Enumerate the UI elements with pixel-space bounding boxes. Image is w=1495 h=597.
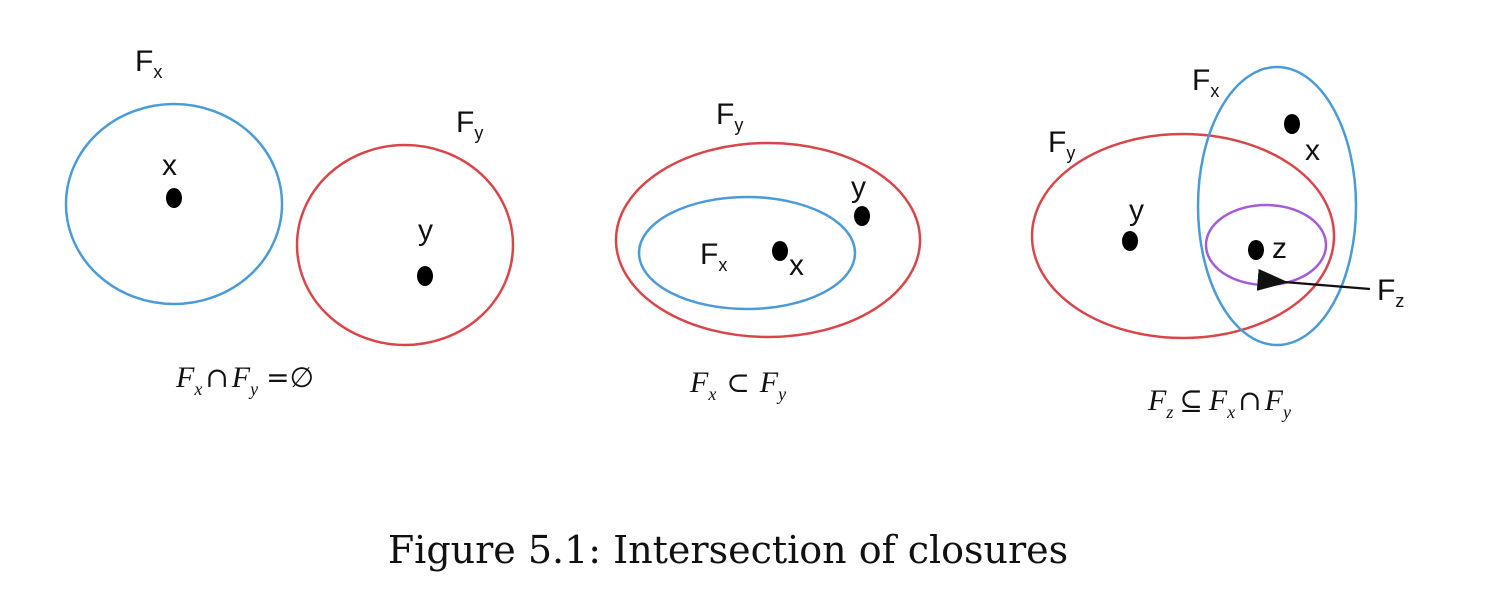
set-fx-circle <box>64 102 284 306</box>
point-x-label: x <box>162 149 177 182</box>
set-fx-ellipse <box>637 195 857 311</box>
set-fx-label: Fx <box>1192 64 1219 101</box>
set-fz-label: Fz <box>1377 274 1404 311</box>
set-fy-circle <box>295 143 515 347</box>
point-x <box>1284 114 1300 134</box>
figure-caption: Figure 5.1: Intersection of closures <box>388 528 1068 572</box>
point-x-label: x <box>1305 134 1320 167</box>
set-fy-label: Fy <box>1048 126 1075 163</box>
set-fx-label: Fx <box>135 45 162 82</box>
point-x <box>772 241 788 261</box>
point-y-label: y <box>1129 194 1144 227</box>
formula-subset: Fx⊂Fy <box>689 366 786 404</box>
set-fy-label: Fy <box>456 106 483 143</box>
fz-pointer-arrow <box>1256 268 1371 291</box>
formula-intersection: Fz⊆Fx∩Fy <box>1147 384 1291 422</box>
panel-subset: Fy Fx x y Fx⊂Fy <box>614 98 922 404</box>
set-fx-label: Fx <box>700 238 727 275</box>
point-z <box>1248 240 1264 260</box>
formula-disjoint: Fx∩Fy=∅ <box>175 361 314 399</box>
set-fz-ellipse <box>1204 203 1328 287</box>
point-y <box>417 266 433 286</box>
panel-intersection: Fx Fy x y z Fz Fz⊆Fx∩Fy <box>1030 64 1404 422</box>
point-y-label: y <box>418 214 433 247</box>
point-y <box>1122 231 1138 251</box>
set-fy-ellipse <box>1030 132 1336 340</box>
point-z-label: z <box>1272 232 1287 265</box>
point-x-label: x <box>789 249 804 282</box>
set-fx-ellipse <box>1196 65 1358 347</box>
point-x <box>166 188 182 208</box>
set-fy-label: Fy <box>716 98 743 135</box>
point-y <box>854 206 870 226</box>
point-y-label: y <box>851 171 866 204</box>
panel-disjoint: Fx Fy x y Fx∩Fy=∅ <box>64 45 515 399</box>
set-fy-ellipse <box>614 141 922 339</box>
